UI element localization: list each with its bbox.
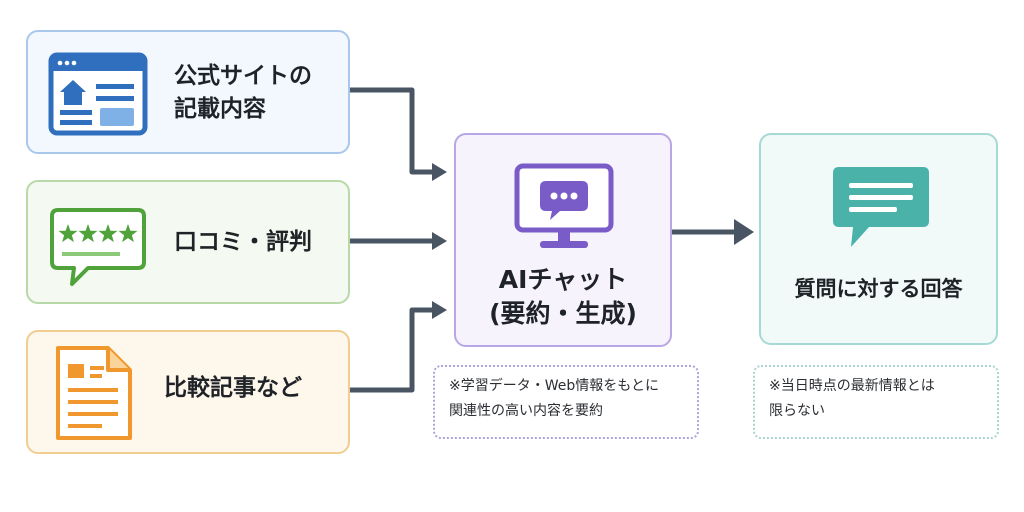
arrow-articles-to-ai: [350, 307, 432, 393]
monitor-chat-icon: [514, 163, 614, 248]
source-label: 比較記事など: [164, 375, 302, 401]
answer-title: 質問に対する回答: [794, 277, 963, 301]
source-label: 公式サイトの 記載内容: [174, 63, 312, 123]
source-label: 口コミ・評判: [174, 229, 312, 255]
arrowhead-3: [432, 301, 447, 319]
ai-note: ※学習データ・Web情報をもとに 関連性の高い内容を要約: [433, 365, 699, 439]
answer-note: ※当日時点の最新情報とは 限らない: [753, 365, 999, 439]
website-icon: [48, 52, 148, 136]
arrow-website-to-ai: [350, 87, 432, 175]
source-comparison-articles: 比較記事など: [26, 330, 350, 454]
review-bubble-icon: [50, 208, 146, 286]
answer-box: 質問に対する回答: [759, 133, 998, 345]
arrowhead-2: [432, 232, 447, 250]
arrowhead-1: [432, 163, 447, 181]
source-official-site: 公式サイトの 記載内容: [26, 30, 350, 154]
arrowhead-4: [734, 219, 754, 245]
chat-bubble-icon: [833, 167, 929, 247]
ai-chat-title: AIチャット (要約・生成): [489, 265, 637, 328]
source-reviews: 口コミ・評判: [26, 180, 350, 304]
ai-chat-box: AIチャット (要約・生成): [454, 133, 672, 347]
document-icon: [56, 346, 132, 440]
